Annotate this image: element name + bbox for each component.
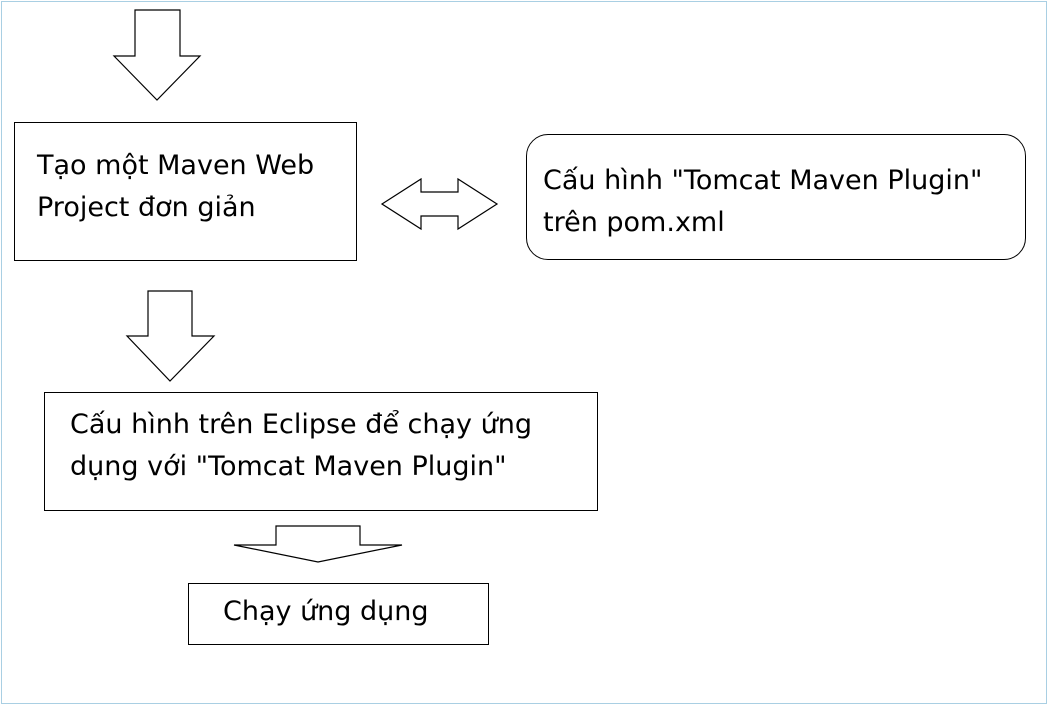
create-project-line-1: Tạo một Maven Web [37,150,315,181]
down-arrow-to-eclipse-config [125,290,216,382]
configure-eclipse-box: Cấu hình trên Eclipse để chạy ứng dụng v… [44,392,598,511]
entry-down-arrow [112,9,202,101]
run-app-line-1: Chạy ứng dụng [223,596,429,627]
configure-eclipse-line-1: Cấu hình trên Eclipse để chạy ứng [70,409,532,440]
configure-eclipse-line-2: dụng với "Tomcat Maven Plugin" [70,451,507,482]
bidirectional-arrow [380,177,499,231]
configure-plugin-box: Cấu hình "Tomcat Maven Plugin" trên pom.… [526,134,1026,260]
down-arrow-to-run [233,525,403,563]
create-project-line-2: Project đơn giản [37,192,256,223]
create-project-box: Tạo một Maven Web Project đơn giản [14,122,357,261]
run-app-box: Chạy ứng dụng [188,583,489,645]
configure-plugin-line-1: Cấu hình "Tomcat Maven Plugin" [543,165,983,196]
configure-plugin-line-2: trên pom.xml [543,207,725,238]
